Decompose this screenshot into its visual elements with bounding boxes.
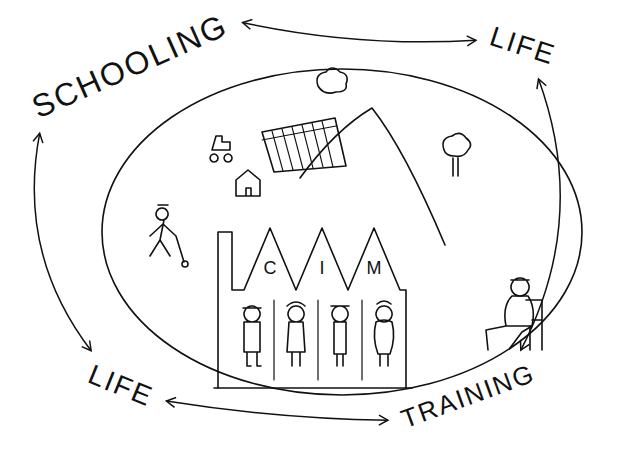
walker: [150, 205, 184, 262]
field-hatch: [262, 121, 336, 171]
cycle-word: SCHOOLING: [22, 4, 237, 128]
cycle-arrow: [166, 401, 387, 420]
workers: [243, 301, 394, 366]
roof-letter: C: [264, 259, 277, 277]
tree: [317, 68, 347, 93]
factory-outline: [218, 228, 406, 388]
word-text: TRAINING: [397, 357, 539, 433]
scene-oval: [102, 69, 582, 395]
roof-letter: I: [320, 259, 325, 277]
word-text: LIFE: [83, 358, 157, 412]
field: [262, 118, 346, 172]
ball: [182, 261, 188, 267]
word-text: SCHOOLING: [27, 6, 234, 124]
cycle-word: LIFE: [79, 356, 162, 416]
roof-letter: M: [367, 259, 382, 277]
cycle-word: LIFE: [481, 18, 563, 74]
word-text: LIFE: [486, 20, 559, 70]
seated-man: [486, 278, 542, 350]
cycle-arrow: [243, 23, 476, 42]
cycle-arrow: [34, 133, 91, 350]
house: [236, 170, 260, 196]
cycle-arrow: [521, 79, 560, 350]
tree: [443, 133, 471, 176]
divider: [274, 300, 362, 380]
tractor: [210, 136, 232, 162]
ground-line: [214, 387, 412, 389]
cycle-word: TRAINING: [393, 355, 543, 436]
